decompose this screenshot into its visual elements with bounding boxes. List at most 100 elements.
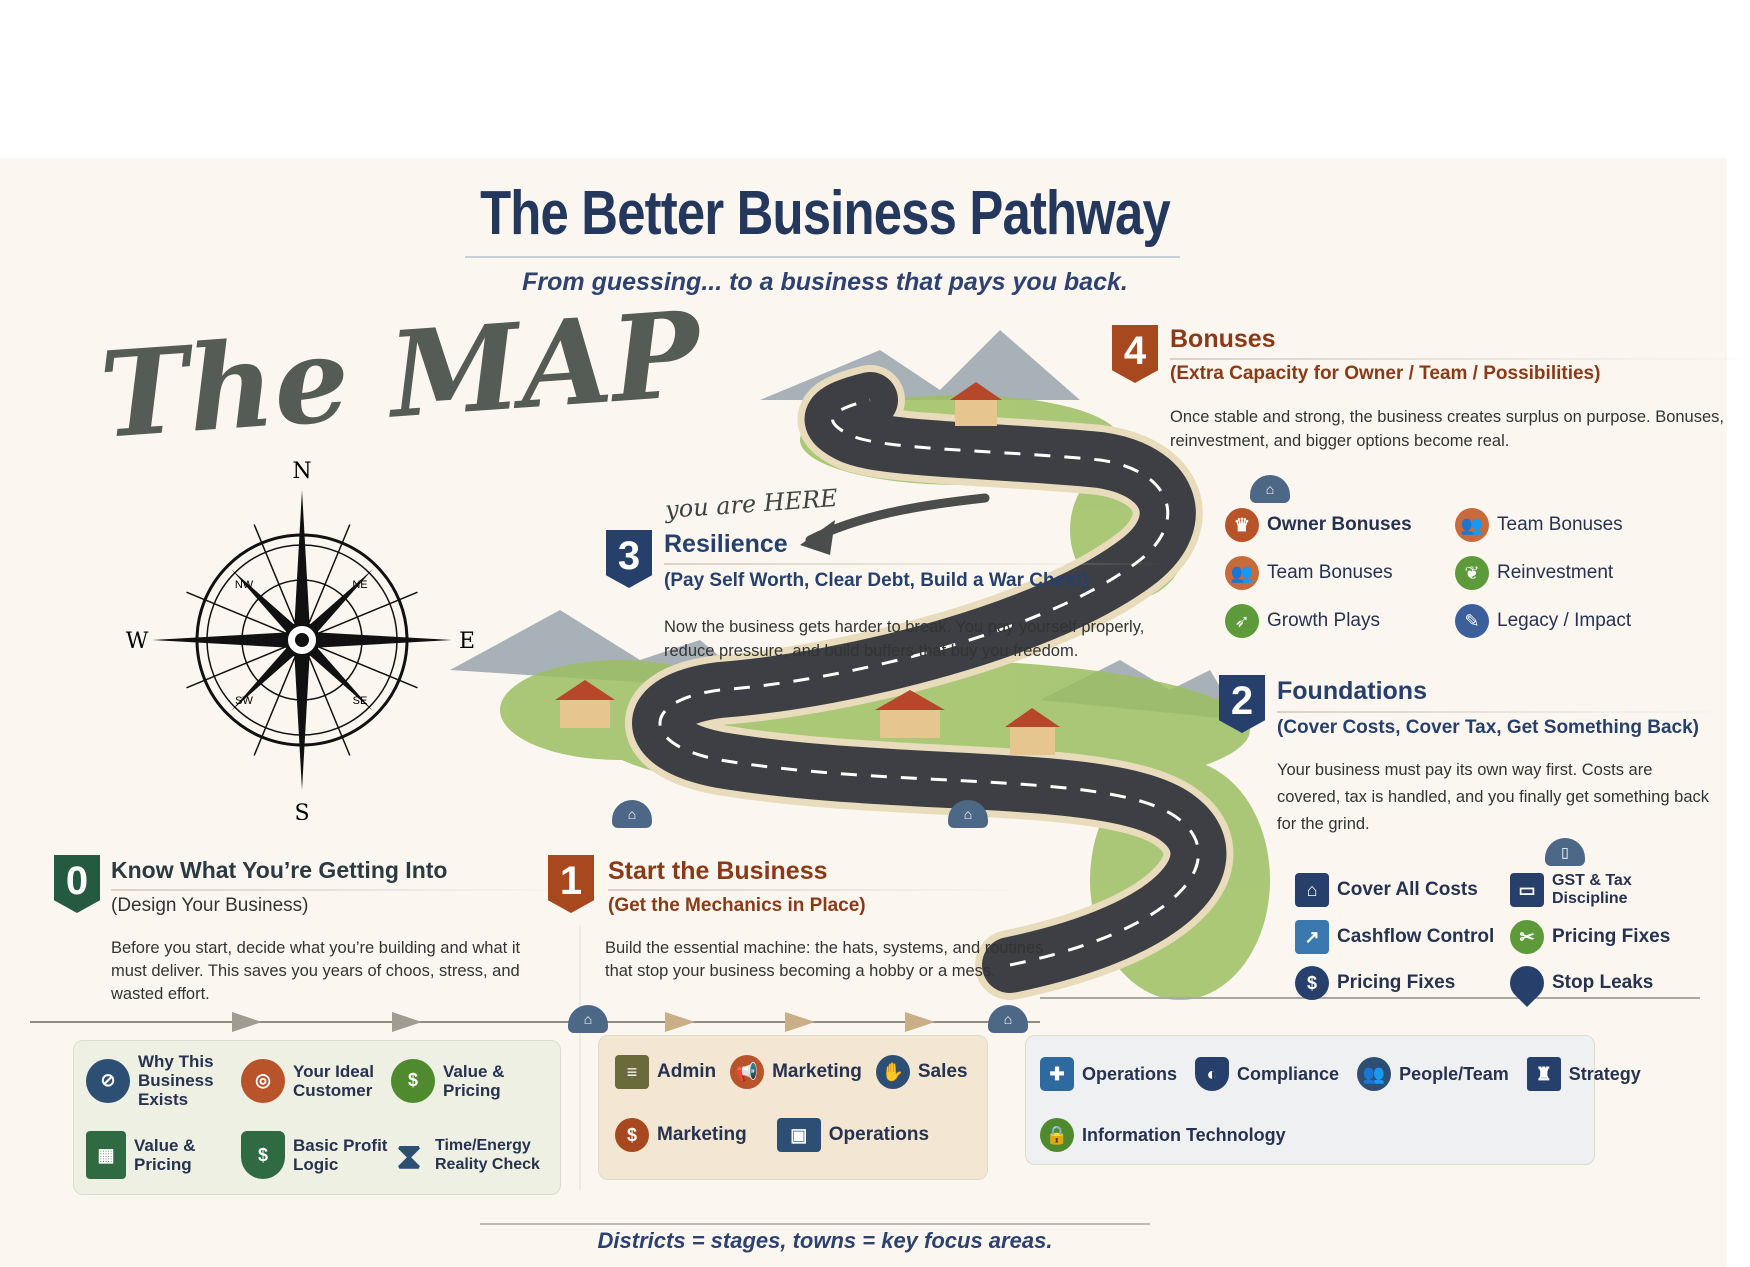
ops-items-row2: 🔒Information Technology [1040,1118,1286,1152]
compass-ne: NE [352,579,367,591]
lock-icon: 🔒 [1040,1118,1074,1152]
compass-nw: NW [235,579,254,591]
stage-badge: 3 [606,530,652,588]
stage-subtitle: (Cover Costs, Cover Tax, Get Something B… [1277,717,1699,738]
stage-subtitle: (Get the Mechanics in Place) [608,895,866,916]
compass-se: SE [353,695,368,707]
footer-legend: Districts = stages, towns = key focus ar… [597,1228,1053,1253]
compass-w: W [126,629,149,654]
tag-icon: ✂ [1510,920,1544,954]
item-marketing[interactable]: $Marketing [615,1118,747,1152]
item-value-pricing[interactable]: $Value & Pricing [391,1052,551,1109]
dollar-icon: $ [1295,966,1329,1000]
rocket-icon: ➶ [1225,604,1259,638]
drop-icon [1502,958,1552,1008]
stage-badge: 4 [1112,325,1158,383]
town-pin-icon[interactable]: ⌂ [568,1005,608,1033]
compass-n: N [292,460,311,484]
town-pin-icon[interactable]: ⌂ [948,800,988,828]
item-people-team[interactable]: 👥People/Team [1357,1057,1509,1091]
target-icon: ◎ [241,1058,285,1103]
shield-icon: ◐ [1195,1057,1230,1091]
town-pin-icon[interactable]: ⌂ [612,800,652,828]
item-admin[interactable]: ≡Admin [615,1055,716,1089]
item-cashflow-control[interactable]: ↗Cashflow Control [1295,920,1510,954]
stage-badge: 0 [54,855,100,913]
handshake-icon: ✋ [875,1055,910,1089]
item-legacy-impact[interactable]: ✎Legacy / Impact [1455,604,1675,638]
compass-rose-icon: N S E W NE NW SE SW [126,460,475,820]
chart-card-icon: ↗ [1295,920,1329,954]
dollar-icon: $ [391,1058,435,1103]
item-operations[interactable]: ▣Operations [776,1118,929,1152]
item-cover-all-costs[interactable]: ⌂Cover All Costs [1295,872,1510,908]
stage-title: Resilience [664,530,788,558]
item-owner-bonuses[interactable]: ♛Owner Bonuses [1225,508,1455,542]
item-why-business-exists[interactable]: ⊘Why This Business Exists [86,1052,241,1109]
item-strategy[interactable]: ♜Strategy [1526,1057,1641,1091]
stage-title: Foundations [1277,677,1427,705]
compass-icon: ⊘ [86,1058,130,1103]
item-ideal-customer[interactable]: ◎Your Ideal Customer [241,1052,391,1109]
item-basic-profit-logic[interactable]: $Basic Profit Logic [241,1131,391,1179]
toolbox-icon: ✚ [1040,1057,1074,1091]
stage-description: Once stable and strong, the business cre… [1170,408,1724,450]
item-growth-plays[interactable]: ➶Growth Plays [1225,604,1455,638]
item-compliance[interactable]: ◐Compliance [1195,1057,1339,1091]
team-icon: 👥 [1225,556,1259,590]
divider [465,256,1180,258]
item-pricing-fixes[interactable]: ✂Pricing Fixes [1510,920,1710,954]
item-information-technology[interactable]: 🔒Information Technology [1040,1118,1286,1152]
stage-2-items: ⌂Cover All Costs ▭GST & Tax Discipline ↗… [1295,872,1710,1008]
page-title: The Better Business Pathway [480,179,1171,248]
compass-e: E [459,629,475,654]
stage-badge: 2 [1219,675,1265,733]
item-stop-leaks[interactable]: Stop Leaks [1502,958,1710,1008]
stage-1-town [598,1035,988,1180]
stage-4-items: ♛Owner Bonuses 👥Team Bonuses 👥Team Bonus… [1225,508,1675,638]
hourglass-icon: ⧗ [396,1134,422,1176]
money-bag-icon: $ [615,1118,649,1152]
stage-2-town [1025,1035,1595,1165]
item-operations[interactable]: ✚Operations [1040,1057,1177,1091]
stage-title: Know What You’re Getting Into [111,857,448,883]
people-icon: 👥 [1357,1057,1392,1091]
stage-1-items-row2: $Marketing ▣Operations [615,1118,929,1152]
stage-description: Build the essential machine: the hats, s… [605,939,1044,980]
item-value-pricing[interactable]: ▦Value & Pricing [86,1131,241,1179]
house-icon: ⌂ [1295,873,1329,907]
town-pin-icon[interactable]: ▯ [1545,838,1585,866]
stage-0-town [73,1040,561,1195]
item-team-bonuses[interactable]: 👥Team Bonuses [1455,508,1675,542]
stage-title: Start the Business [608,857,828,885]
item-pricing-fixes[interactable]: $Pricing Fixes [1295,966,1510,1000]
stage-description: Your business must pay its own way first… [1277,761,1710,833]
torch-icon: ✎ [1455,604,1489,638]
computer-house-icon: ▣ [776,1118,821,1152]
laptop-icon: ▭ [1510,873,1544,907]
stage-subtitle: (Design Your Business) [111,895,309,916]
stage-title: Bonuses [1170,325,1276,353]
stage-1-items-row1: ≡Admin 📢Marketing ✋Sales [615,1055,968,1089]
item-sales[interactable]: ✋Sales [875,1055,968,1089]
stage-badge: 1 [548,855,594,913]
team-icon: 👥 [1455,508,1489,542]
stage-description: Before you start, decide what you’re bui… [111,939,521,1003]
item-reinvestment[interactable]: ❦Reinvestment [1455,556,1675,590]
item-gst-tax[interactable]: ▭GST & Tax Discipline [1510,872,1710,908]
item-marketing[interactable]: 📢Marketing [730,1055,862,1089]
shield-dollar-icon: $ [241,1131,285,1179]
town-pin-icon[interactable]: ⌂ [1250,475,1290,503]
compass-sw: SW [235,695,253,707]
stage-description: Now the business gets harder to break. Y… [664,618,1145,660]
town-pin-icon[interactable]: ⌂ [988,1005,1028,1033]
sprout-icon: ❦ [1455,556,1489,590]
page-subtitle: From guessing... to a business that pays… [522,268,1128,296]
house-icon [555,382,1060,755]
item-team-bonuses[interactable]: 👥Team Bonuses [1225,556,1455,590]
crown-icon: ♛ [1225,508,1259,542]
stage-subtitle: (Pay Self Worth, Clear Debt, Build a War… [664,570,1089,591]
ops-items-row1: ✚Operations ◐Compliance 👥People/Team ♜St… [1040,1057,1641,1091]
item-time-energy[interactable]: ⧗Time/Energy Reality Check [391,1131,551,1179]
